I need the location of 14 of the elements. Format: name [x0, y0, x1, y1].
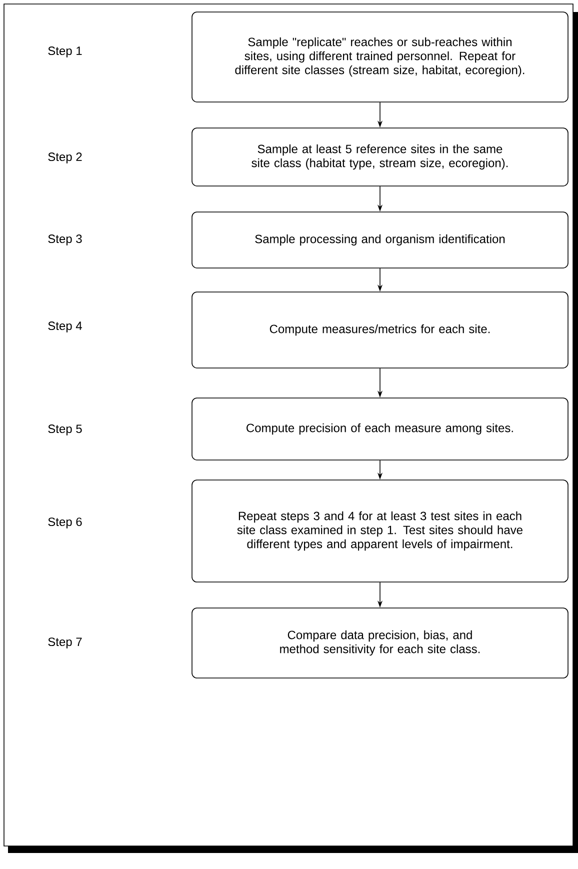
- step-label: Step 6: [48, 518, 82, 528]
- process-box: Repeat steps 3 and 4 for at least 3 test sites in each site class examined in step 1. Test sites should have different types and apparent levels of impairment.: [192, 480, 568, 582]
- process-box: Sample "replicate" reaches or sub-reaches within sites, using different trained personnel. Repeat for different site classes (stream size, habitat, ecoregion).: [192, 12, 568, 102]
- step-label: Step 2: [48, 152, 82, 164]
- step-label: Step 7: [48, 638, 82, 648]
- process-box: Compare data precision, bias, and method sensitivity for each site class.: [192, 608, 568, 678]
- step-label: Step 5: [48, 424, 82, 436]
- step-label: Step 4: [48, 322, 82, 332]
- step-label: Step 3: [48, 234, 82, 246]
- process-box: Sample processing and organism identification: [192, 212, 568, 268]
- step-label: Step 1: [48, 46, 82, 58]
- process-box: Compute precision of each measure among sites.: [192, 398, 568, 460]
- process-box: Sample at least 5 reference sites in the same site class (habitat type, stream size, ecoregion).: [192, 128, 568, 186]
- process-box: Compute measures/metrics for each site.: [192, 292, 568, 368]
